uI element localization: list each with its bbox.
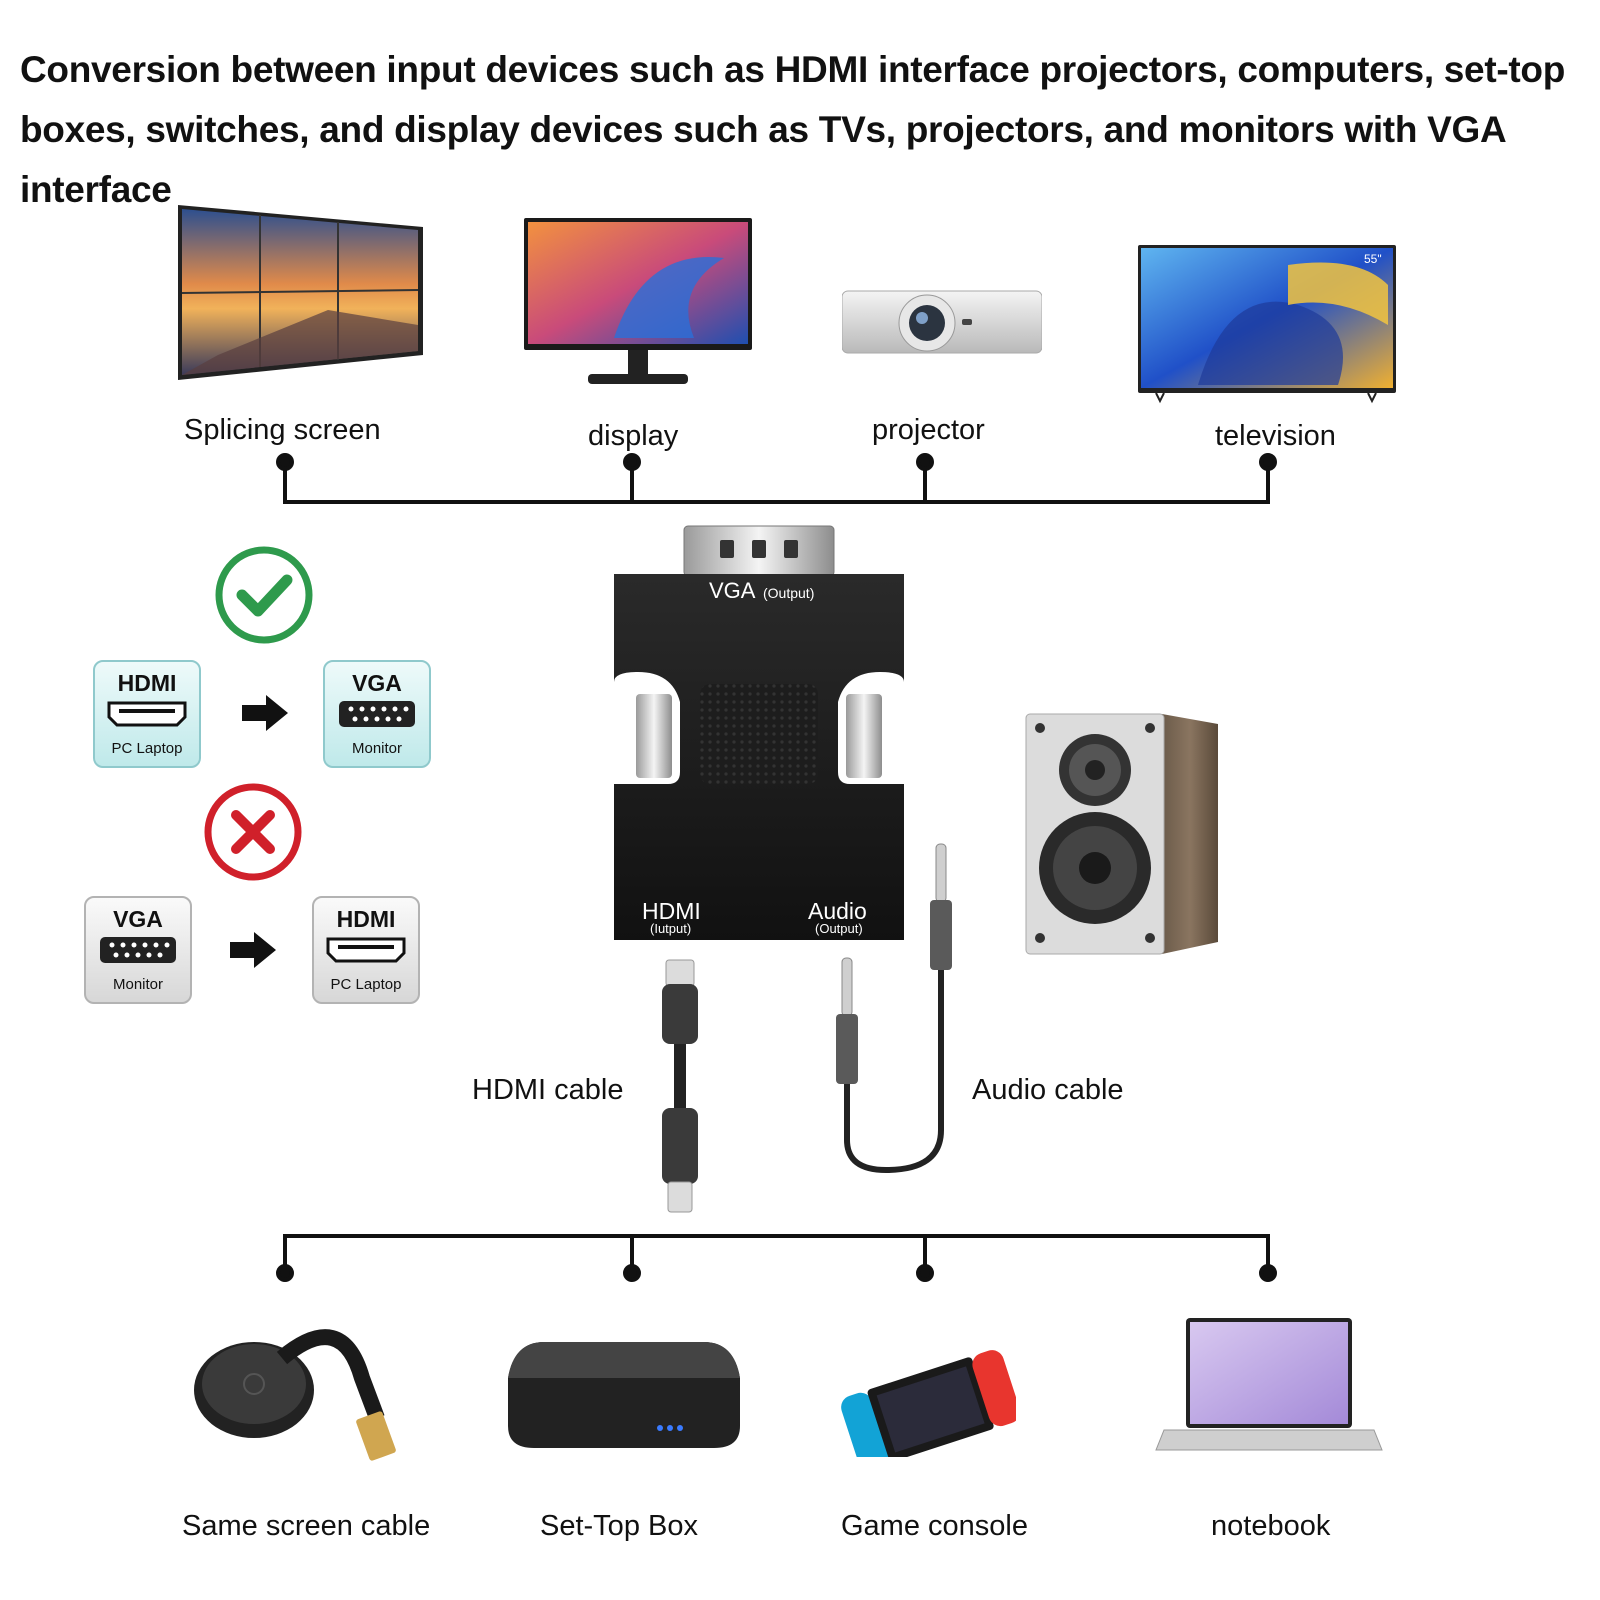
label-audio-cable: Audio cable <box>972 1074 1124 1106</box>
vga-target-title: VGA <box>352 670 402 696</box>
vga-port-icon <box>100 937 176 963</box>
hdmi-source-sub: PC Laptop <box>111 740 183 757</box>
label-television: television <box>1215 420 1336 452</box>
arrow-right-icon <box>230 932 276 968</box>
cross-icon <box>204 783 302 881</box>
audio-cable-image <box>836 843 952 1174</box>
vga-source-sub: Monitor <box>112 976 164 993</box>
label-display: display <box>588 420 679 452</box>
notebook-image <box>1155 1318 1383 1451</box>
label-game-console: Game console <box>841 1510 1028 1542</box>
label-same-screen-cable: Same screen cable <box>182 1510 431 1542</box>
vga-target-sub: Monitor <box>351 740 403 757</box>
label-hdmi-cable: HDMI cable <box>472 1074 624 1106</box>
hdmi-target-title: HDMI <box>336 906 396 932</box>
check-icon <box>215 546 313 644</box>
hdmi-vga-adapter: VGA (Output) HDMI (Iutput) Audio (Output… <box>614 525 904 940</box>
adapter-vga-sub: (Output) <box>763 585 814 601</box>
arrow-right-icon <box>242 695 288 731</box>
headline: Conversion between input devices such as… <box>20 49 1566 210</box>
hdmi-source-box: HDMI PC Laptop <box>93 660 201 768</box>
display-monitor-image <box>524 218 752 384</box>
hdmi-port-icon <box>107 701 187 727</box>
adapter-hdmi-sub: (Iutput) <box>650 921 691 936</box>
hdmi-target-sub: PC Laptop <box>330 976 402 993</box>
adapter-audio-sub: (Output) <box>815 921 863 936</box>
set-top-box-image <box>508 1342 740 1448</box>
television-image: 55" <box>1138 245 1396 404</box>
projector-image <box>842 290 1042 354</box>
label-projector: projector <box>872 414 985 446</box>
adapter-audio-label: Audio <box>808 898 867 924</box>
hdmi-target-box: HDMI PC Laptop <box>312 896 420 1004</box>
vga-port-icon <box>339 701 415 727</box>
same-screen-cable-image <box>194 1329 396 1461</box>
splicing-screen-image <box>178 205 423 380</box>
vga-target-box: VGA Monitor <box>323 660 431 768</box>
hdmi-port-icon <box>326 937 406 963</box>
adapter-hdmi-label: HDMI <box>642 898 701 924</box>
vga-source-title: VGA <box>113 906 163 932</box>
hdmi-cable-image <box>662 959 698 1213</box>
adapter-vga-label: VGA <box>709 578 756 603</box>
hdmi-source-title: HDMI <box>117 670 177 696</box>
label-set-top-box: Set-Top Box <box>540 1510 698 1542</box>
label-splicing-screen: Splicing screen <box>184 414 381 446</box>
tv-size-badge: 55" <box>1364 252 1382 266</box>
label-notebook: notebook <box>1211 1510 1331 1542</box>
vga-source-box: VGA Monitor <box>84 896 192 1004</box>
game-console-image <box>841 1350 1016 1457</box>
speaker-image <box>1025 713 1218 955</box>
